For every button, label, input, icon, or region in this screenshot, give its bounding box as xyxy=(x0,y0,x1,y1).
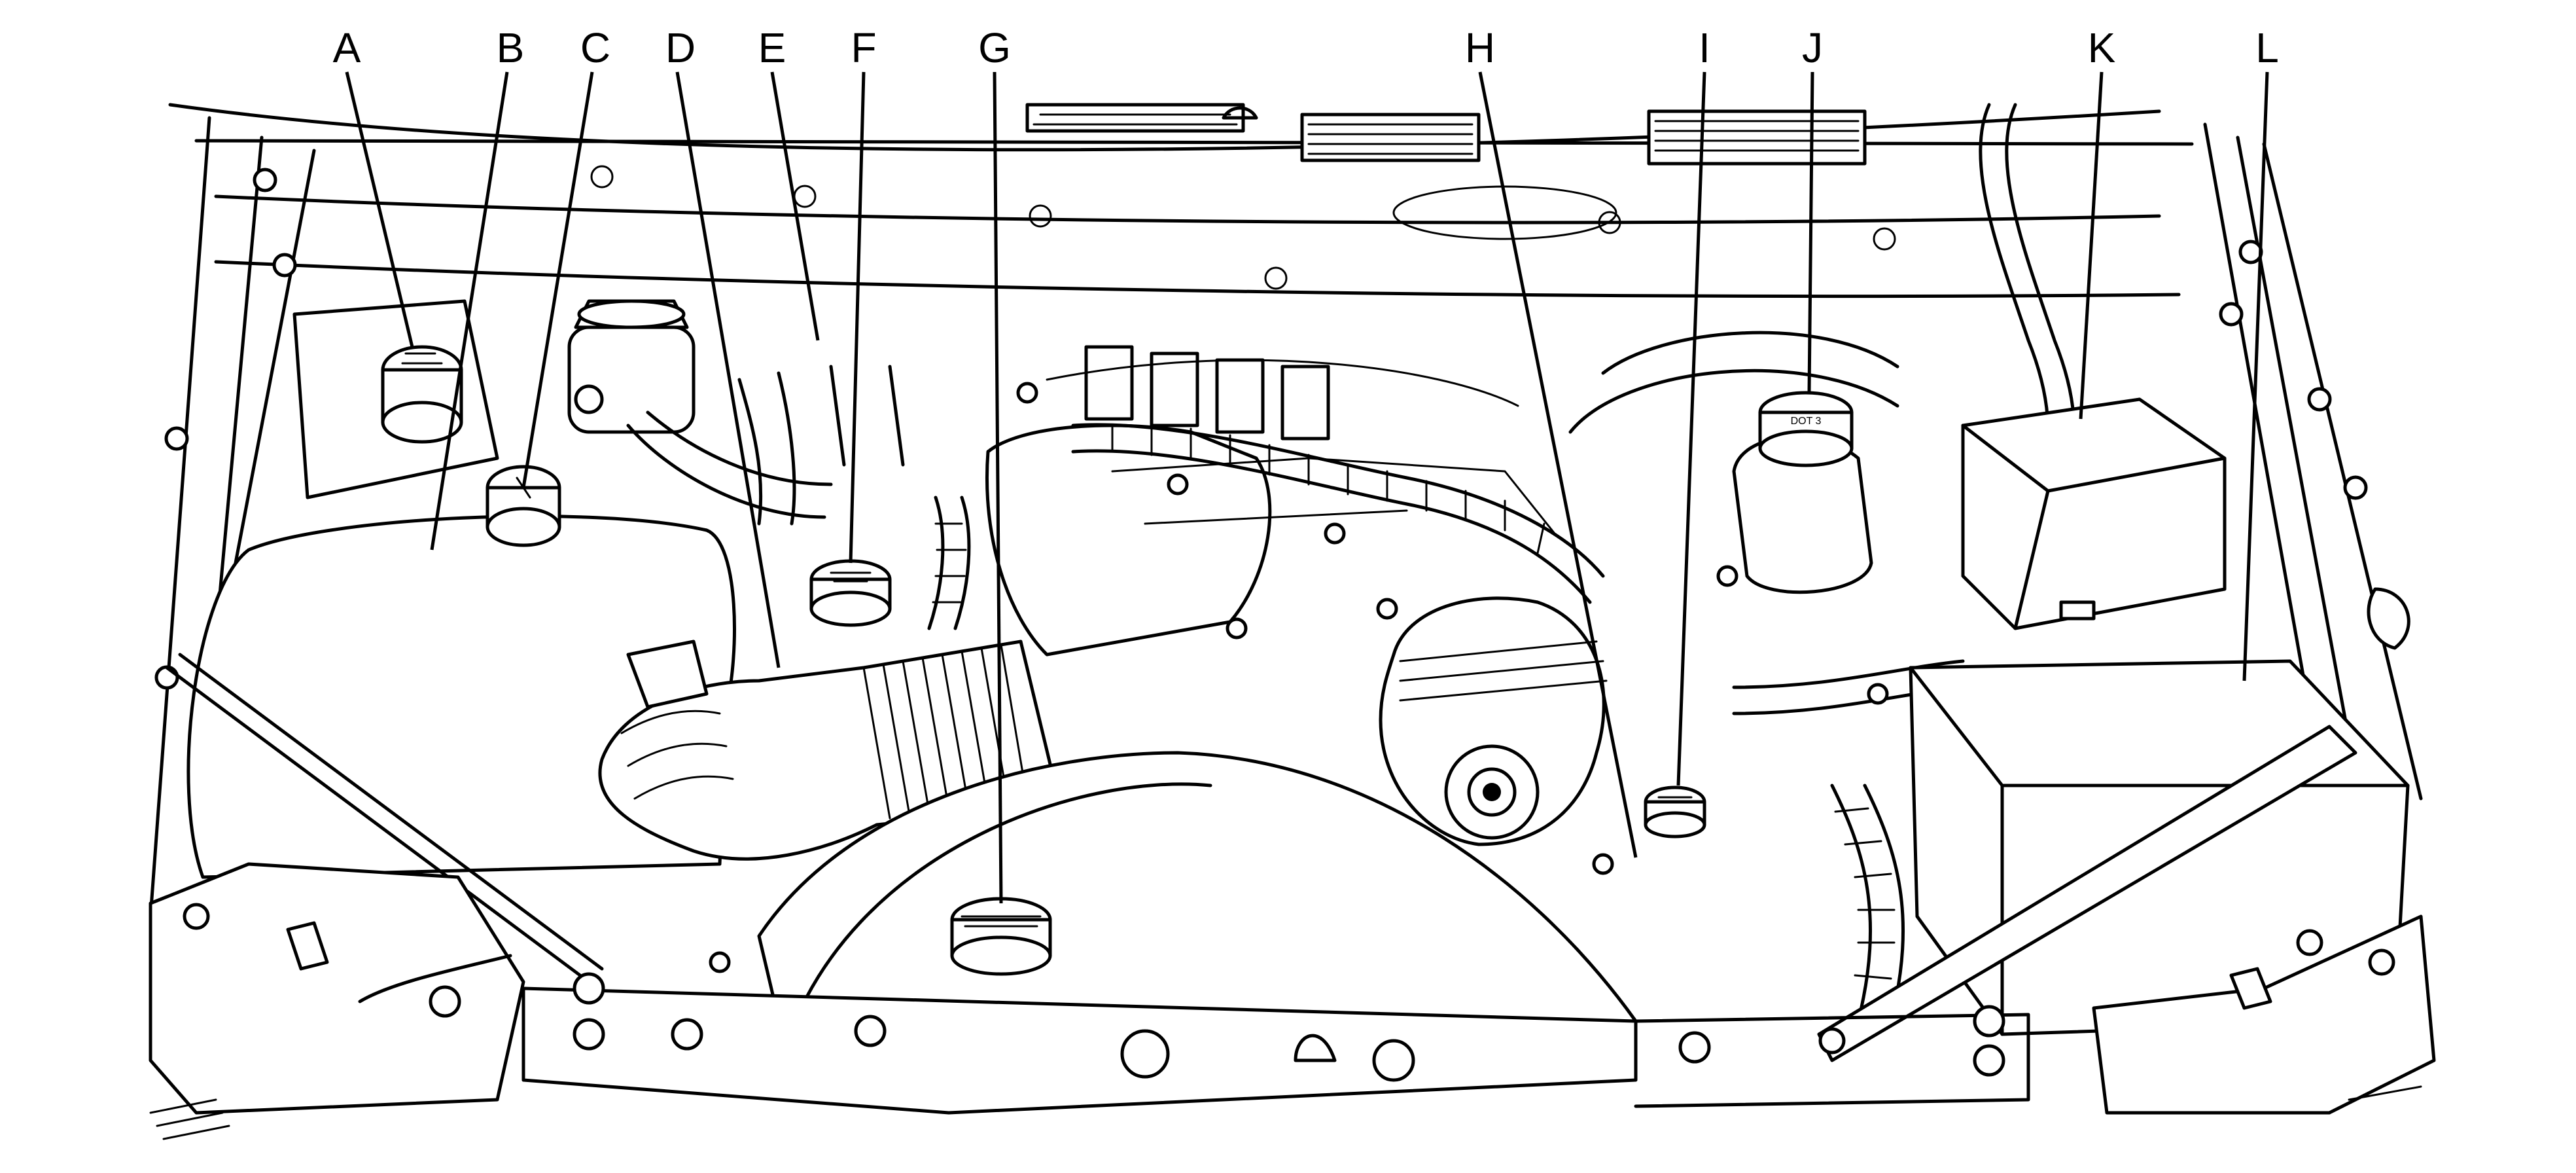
callout-a: A xyxy=(333,24,361,71)
alternator xyxy=(1379,596,1608,846)
hood-prop-rod xyxy=(165,653,604,984)
leader-c xyxy=(521,71,594,488)
cowl-vent-left xyxy=(1025,103,1245,133)
leader-b xyxy=(430,71,509,550)
underhood-fuse-block xyxy=(1961,397,2227,630)
callout-g: G xyxy=(978,24,1011,71)
callout-d: D xyxy=(665,24,696,71)
cowl-vent-center xyxy=(1300,113,1481,162)
brake-booster xyxy=(1568,331,1899,434)
fan-shroud xyxy=(757,751,1638,1049)
intake-hoses xyxy=(626,365,905,526)
brake-fluid-reservoir: DOT 3 xyxy=(1732,391,1873,594)
leader-f xyxy=(849,71,866,564)
leader-j xyxy=(1807,71,1814,393)
callout-labels: A B C D E F G H I J K L xyxy=(333,24,2279,71)
callout-h: H xyxy=(1465,24,1495,71)
upper-intake-manifold xyxy=(985,424,1559,657)
callout-f: F xyxy=(851,24,876,71)
hood-prop-clip xyxy=(1222,106,1258,120)
callout-b: B xyxy=(497,24,525,71)
callout-l: L xyxy=(2255,24,2279,71)
fasteners xyxy=(709,382,1889,973)
washer-reservoir-cap xyxy=(485,465,561,547)
leader-e xyxy=(770,71,820,341)
callout-c: C xyxy=(580,24,610,71)
battery-hold-down xyxy=(1817,725,2357,1062)
radiator-cap xyxy=(950,897,1052,976)
wiring-harness-center xyxy=(927,423,1605,630)
callout-k: K xyxy=(2088,24,2116,71)
left-headlamp-bracket xyxy=(149,862,605,1140)
cowl-panel xyxy=(168,103,2194,298)
engine-compartment-art: DOT 3 xyxy=(149,103,2436,1140)
callout-i: I xyxy=(1699,24,1710,71)
right-headlamp-bracket xyxy=(2092,914,2436,1115)
power-steering-fluid-cap xyxy=(1644,785,1706,839)
radiator-support xyxy=(521,986,2030,1115)
ignition-coils xyxy=(1046,345,1519,441)
leader-l xyxy=(2242,71,2269,681)
leader-g xyxy=(993,71,1003,904)
callout-e: E xyxy=(758,24,786,71)
callout-j: J xyxy=(1802,24,1823,71)
evap-canister xyxy=(567,299,696,434)
leader-d xyxy=(675,71,781,668)
leader-h xyxy=(1478,71,1638,858)
leader-i xyxy=(1676,71,1706,786)
callout-leaders xyxy=(345,71,2269,904)
leader-a xyxy=(345,71,414,348)
brake-fluid-cap-label: DOT 3 xyxy=(1791,416,1822,427)
cowl-vent-right xyxy=(1647,109,1867,166)
engine-oil-fill-cap xyxy=(809,559,892,627)
leader-k xyxy=(2079,71,2104,420)
